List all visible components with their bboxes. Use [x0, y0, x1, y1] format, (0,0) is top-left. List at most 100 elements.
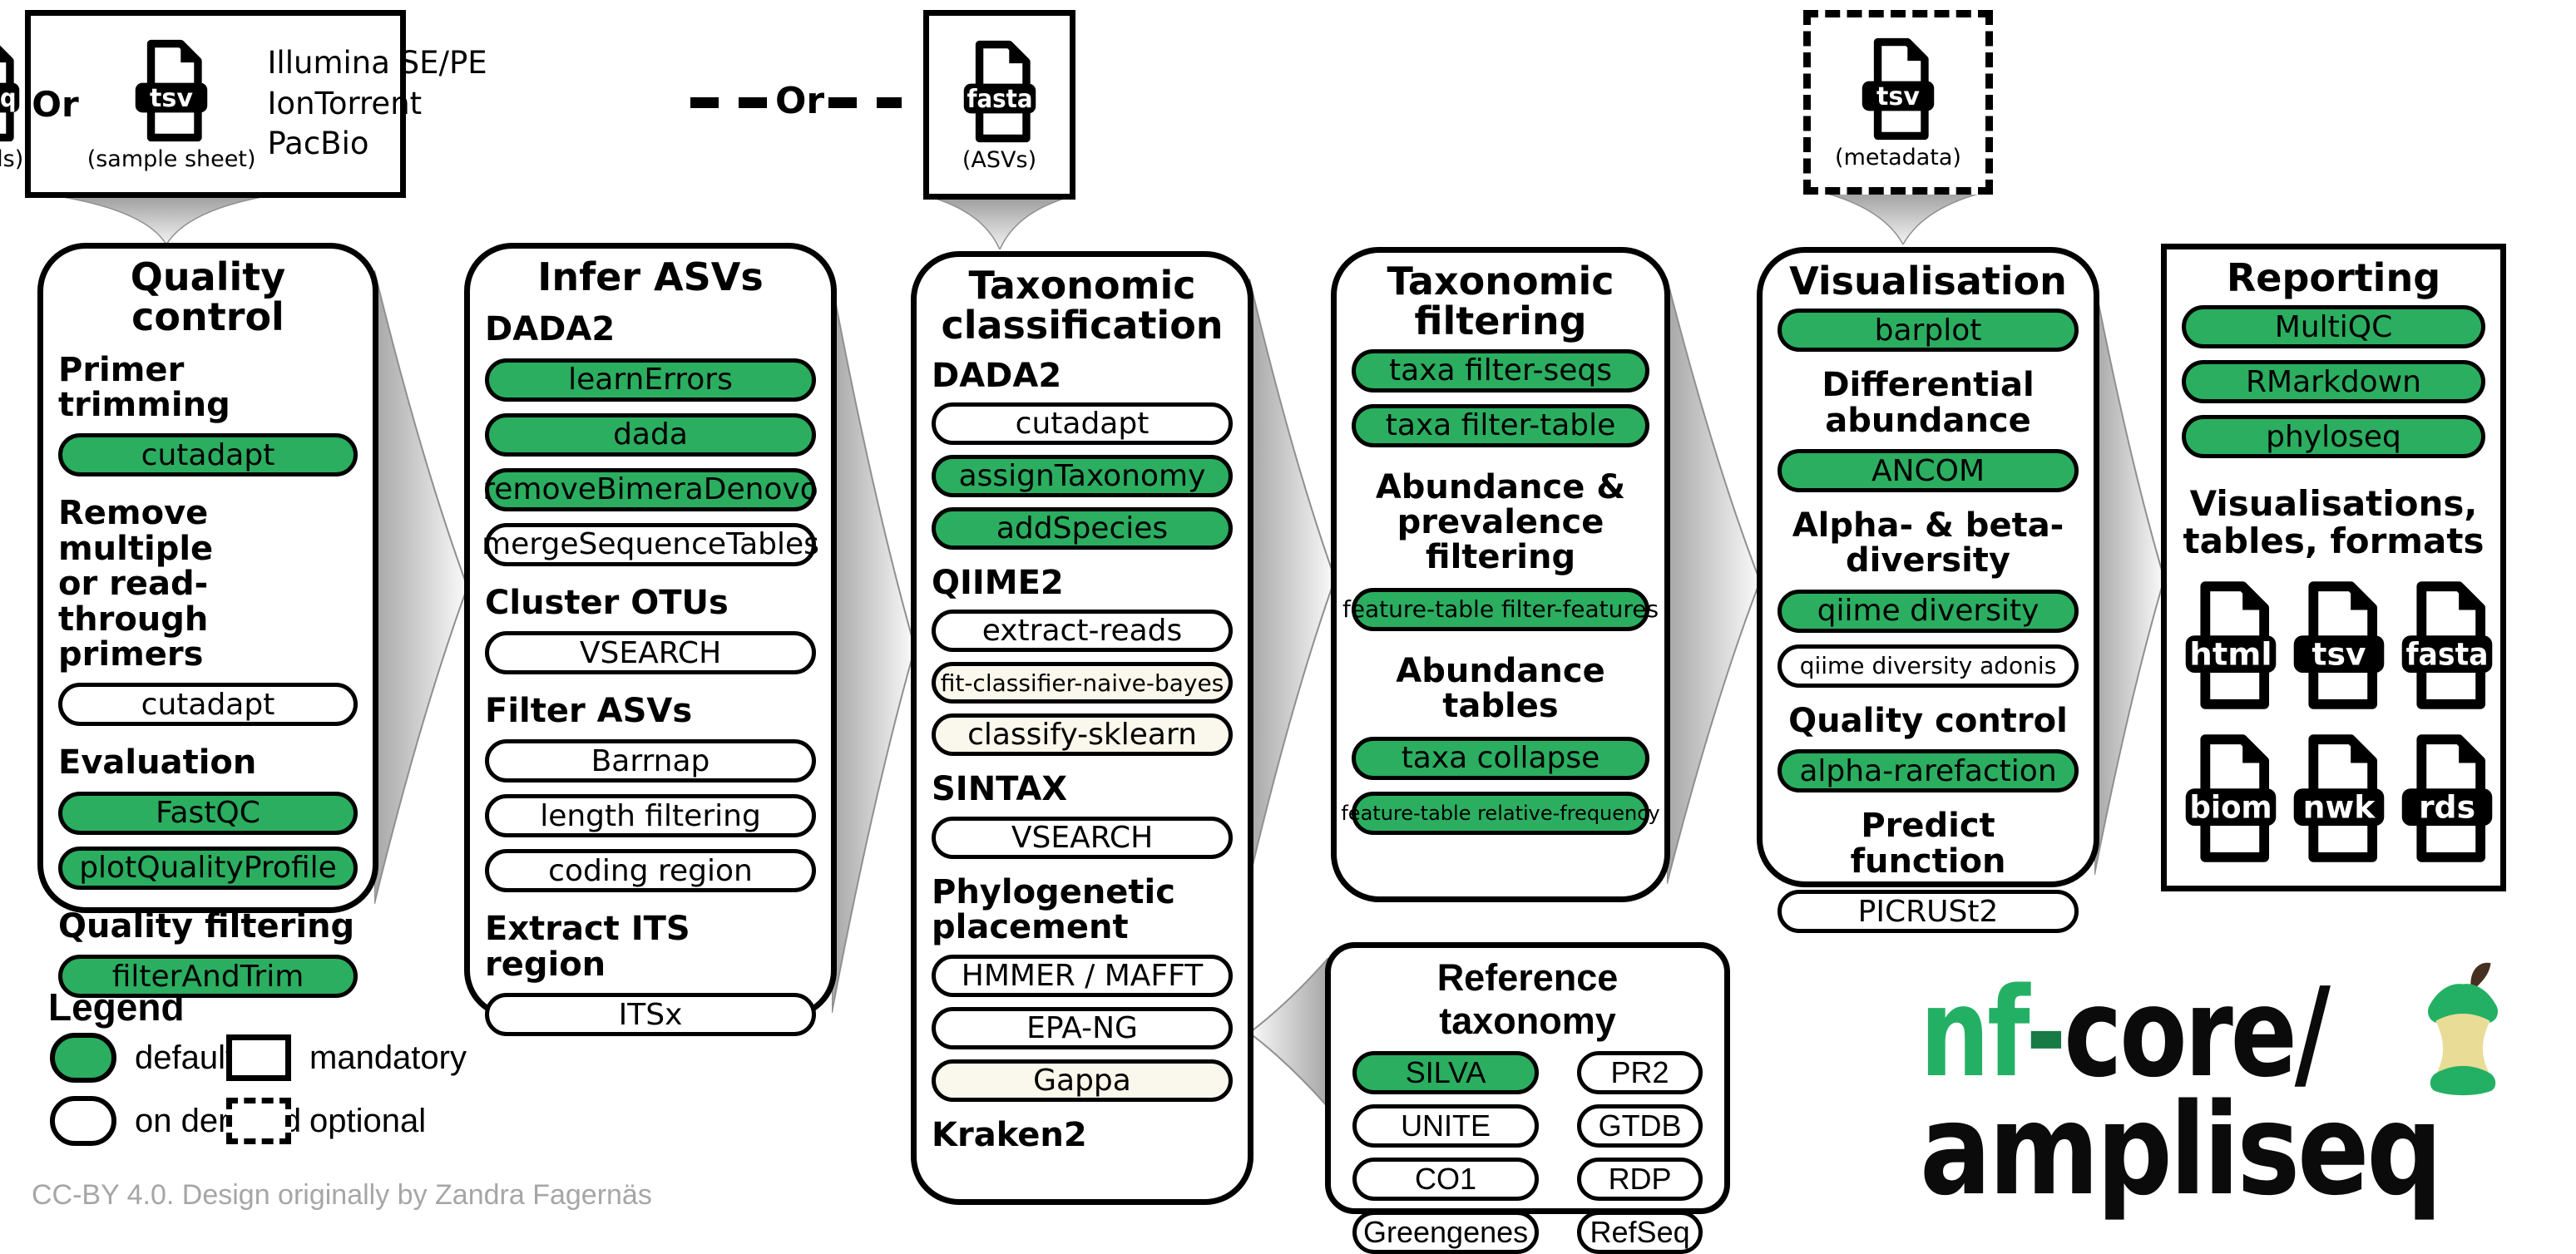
coding-region-pill-label: coding region: [548, 853, 753, 888]
reference-taxonomy-title: Reference taxonomy: [1436, 956, 1619, 1042]
addspecies-pill-label: addSpecies: [996, 511, 1169, 546]
metadata-caption: (metadata): [1835, 144, 1961, 170]
heading-line: Predict function: [1850, 807, 2006, 881]
platform-pacbio: PacBio: [267, 126, 369, 162]
cutadapt-pill: cutadapt: [932, 402, 1233, 445]
vsearch-pill-label: VSEARCH: [579, 635, 722, 670]
co1-ref-pill: CO1: [1352, 1158, 1540, 1201]
reads-caption: (reads): [0, 146, 24, 172]
flow-arrow-qc-to-asv: [374, 270, 467, 904]
refseq-ref-pill: RefSeq: [1577, 1211, 1703, 1254]
filter-asvs-heading: Filter ASVs: [485, 692, 816, 731]
heading-line: abundance: [1825, 401, 2031, 440]
phyloseq-pill: phyloseq: [2182, 415, 2485, 459]
heading-line: tables, formats: [2183, 520, 2485, 561]
removebimeradenovo-pill: removeBimeraDenovo: [482, 467, 818, 511]
rdp-ref-pill-label: RDP: [1608, 1162, 1672, 1196]
or-label-inputs: Or: [32, 83, 79, 125]
multiqc-pill-label: MultiQC: [2274, 309, 2393, 344]
license-credit: CC-BY 4.0. Design originally by Zandra F…: [32, 1179, 652, 1211]
taxonomic-classification-title-line: Taxonomic: [968, 263, 1196, 308]
qiime-diversity-adonis-pill-label: qiime diversity adonis: [1799, 652, 2057, 680]
length-filtering-pill-label: length filtering: [540, 798, 761, 833]
metadata-tsv-file-icon-glyph: tsv: [1862, 37, 1935, 140]
infer-asvs-title-line: Infer ASVs: [537, 254, 764, 299]
heading-line: diversity: [1846, 541, 2010, 580]
rmarkdown-pill: RMarkdown: [2182, 360, 2485, 404]
rds-format-cell: rds: [2398, 733, 2496, 864]
rdp-ref-pill: RDP: [1577, 1158, 1703, 1201]
gappa-pill: Gappa: [932, 1059, 1233, 1102]
unite-ref-pill-label: UNITE: [1401, 1108, 1491, 1143]
kraken2-heading: Kraken2: [932, 1117, 1233, 1153]
metadata-tsv-file-icon-glyph-label: tsv: [1876, 81, 1920, 111]
flow-arrow-asv-to-taxclass: [832, 283, 915, 1013]
heading-line: Filter ASVs: [485, 692, 693, 731]
tsv-file-icon-glyph-label: tsv: [150, 83, 193, 112]
heading-line: DADA2: [932, 356, 1062, 395]
sintax-heading: SINTAX: [932, 772, 1233, 807]
legend-swatch-mandatory-rect: [226, 1034, 291, 1081]
dada-pill-label: dada: [613, 417, 688, 452]
tsv-file-icon-glyph: tsv: [135, 39, 208, 141]
co1-ref-pill-label: CO1: [1415, 1162, 1477, 1196]
tsv-file-icon-label: tsv: [2311, 636, 2366, 673]
heading-line: placement: [932, 908, 1129, 947]
funnel-asvs-to-taxclass: [933, 198, 1066, 249]
taxa-filter-seqs-pill-label: taxa filter-seqs: [1389, 353, 1612, 388]
input-reads-box: fastq (reads) Or tsv (sample sheet) Illu…: [0, 10, 487, 198]
assigntaxonomy-pill: assignTaxonomy: [932, 454, 1233, 497]
cutadapt-pill-label: cutadapt: [1015, 406, 1150, 441]
fastqc-pill: FastQC: [58, 791, 358, 835]
fasta-file-icon-label: fasta: [2405, 636, 2488, 673]
tsv-format-cell: tsv: [2290, 580, 2388, 711]
tsv-file-block: tsv (sample sheet): [87, 37, 256, 172]
pr2-ref-pill: PR2: [1577, 1051, 1703, 1094]
learnerrors-pill-label: learnErrors: [568, 363, 733, 397]
heading-line: SINTAX: [932, 770, 1068, 809]
heading-line: Alpha- & beta-: [1792, 506, 2064, 546]
picrust2-pill-label: PICRUSt2: [1857, 894, 1999, 929]
flow-arrow-taxfilter-to-vis: [1667, 279, 1760, 884]
heading-line: or read-through: [58, 565, 209, 639]
taxonomic-filtering-title-line: filtering: [1414, 299, 1587, 344]
reporting-title-line: Reporting: [2226, 255, 2441, 300]
extract-reads-pill: extract-reads: [932, 610, 1233, 653]
nf-core-logo-line1: nf-core/: [1920, 961, 2331, 1104]
visualisations-tables-formats-heading: Visualisations,tables, formats: [2182, 486, 2485, 560]
itsx-pill-label: ITSx: [618, 997, 683, 1032]
phyloseq-pill-label: phyloseq: [2266, 419, 2401, 454]
epa-ng-pill-label: EPA-NG: [1026, 1010, 1138, 1045]
coding-region-pill: coding region: [485, 849, 816, 893]
vsearch-pill: VSEARCH: [485, 631, 816, 675]
barrnap-pill-label: Barrnap: [591, 743, 710, 778]
filterandtrim-pill-label: filterAndTrim: [111, 959, 304, 994]
fastq-file-block: fastq (reads): [0, 37, 23, 172]
learnerrors-pill: learnErrors: [485, 358, 816, 402]
heading-line: Evaluation: [58, 743, 257, 783]
rds-file-icon: rds: [2401, 734, 2493, 863]
plotqualityprofile-pill: plotQualityProfile: [58, 846, 358, 890]
silva-ref-pill: SILVA: [1352, 1051, 1540, 1094]
heading-line: Cluster OTUs: [485, 583, 729, 622]
taxonomic-classification-title-line: classification: [941, 303, 1224, 348]
feature-table-relative-frequency-pill: feature-table relative-frequency: [1341, 791, 1660, 835]
ancom-pill-label: ANCOM: [1871, 453, 1985, 488]
heading-line: QIIME2: [932, 563, 1064, 602]
heading-line: primers: [58, 634, 204, 674]
fit-classifier-naive-bayes-pill-label: fit-classifier-naive-bayes: [940, 669, 1224, 697]
or-label-middle: Or: [775, 80, 825, 122]
gtdb-ref-pill-label: GTDB: [1598, 1108, 1682, 1143]
legend-label-optional: optional: [309, 1102, 427, 1139]
qiime-diversity-adonis-pill: qiime diversity adonis: [1777, 644, 2079, 688]
asvs-caption: (ASVs): [962, 146, 1037, 173]
platform-illumina: Illumina SE/PE: [267, 44, 487, 81]
